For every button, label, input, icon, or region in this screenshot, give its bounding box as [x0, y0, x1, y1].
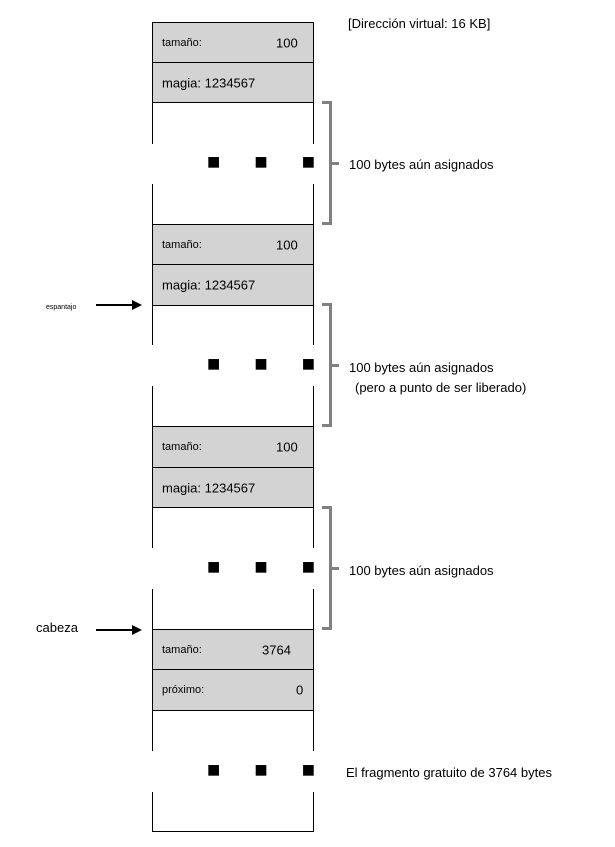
sptr-label: espantajo [46, 304, 77, 311]
chunk-2-right-wall-bottom [313, 386, 314, 427]
chunk-2-magic-header: magia: 1234567 [152, 264, 314, 306]
chunk-1-ellipsis: ■ ■ ■ [207, 149, 330, 174]
chunk-2-annotation-note: (pero a punto de ser liberado) [355, 380, 527, 395]
size-value: 100 [276, 439, 298, 455]
chunk-3-annotation: 100 bytes aún asignados [349, 563, 494, 578]
free-chunk-size-header: tamaño: 3764 [152, 629, 314, 670]
size-label: tamaño: [162, 238, 202, 251]
magic-label: magia: 1234567 [162, 480, 256, 495]
head-arrow [96, 625, 142, 635]
chunk-1-annotation: 100 bytes aún asignados [349, 157, 494, 172]
chunk-1-right-wall-top [313, 102, 314, 144]
free-chunk-right-wall-bottom [313, 792, 314, 832]
chunk-3-right-wall-bottom [313, 589, 314, 630]
heap-bottom-edge [152, 831, 314, 832]
chunk-1-right-wall-bottom [313, 184, 314, 225]
chunk-2-annotation: 100 bytes aún asignados [349, 360, 494, 375]
chunk-1-magic-header: magia: 1234567 [152, 62, 314, 103]
sptr-arrow [96, 300, 142, 310]
chunk-3-right-wall-top [313, 507, 314, 548]
chunk-2-brace [322, 303, 332, 427]
free-chunk-ellipsis: ■ ■ ■ [207, 757, 330, 782]
chunk-3-left-wall-top [152, 507, 153, 548]
chunk-2-size-header: tamaño: 100 [152, 224, 314, 265]
free-chunk-next-header: próximo: 0 [152, 669, 314, 711]
chunk-2-left-wall-top [152, 305, 153, 345]
chunk-1-brace [322, 101, 332, 225]
free-chunk-left-wall-bottom [152, 792, 153, 832]
chunk-2-right-wall-top [313, 305, 314, 345]
next-value: 0 [296, 682, 304, 698]
chunk-3-magic-header: magia: 1234567 [152, 467, 314, 508]
magic-label: magia: 1234567 [162, 75, 256, 90]
chunk-3-size-header: tamaño: 100 [152, 426, 314, 468]
chunk-1-size-header: tamaño: 100 [152, 22, 314, 63]
chunk-2-brace-nub [331, 364, 339, 367]
chunk-1-left-wall-top [152, 102, 153, 144]
next-label: próximo: [162, 684, 205, 696]
chunk-1-brace-nub [331, 162, 339, 165]
size-label: tamaño: [162, 643, 202, 656]
size-value: 100 [276, 237, 298, 252]
size-value: 3764 [262, 642, 291, 657]
free-chunk-right-wall-top [313, 710, 314, 751]
chunk-2-left-wall-bottom [152, 386, 153, 427]
size-label: tamaño: [162, 441, 202, 453]
chunk-3-left-wall-bottom [152, 589, 153, 630]
heap-title: [Dirección virtual: 16 KB] [348, 16, 491, 31]
head-label: cabeza [36, 620, 78, 635]
chunk-2-ellipsis: ■ ■ ■ [207, 351, 330, 376]
chunk-3-brace-nub [331, 567, 339, 570]
chunk-3-ellipsis: ■ ■ ■ [207, 554, 330, 579]
size-label: tamaño: [162, 36, 202, 49]
magic-label: magia: 1234567 [162, 277, 256, 293]
chunk-3-brace [322, 506, 332, 630]
free-chunk-left-wall-top [152, 710, 153, 751]
chunk-1-left-wall-bottom [152, 184, 153, 225]
free-chunk-annotation: El fragmento gratuito de 3764 bytes [346, 765, 552, 780]
size-value: 100 [276, 35, 298, 50]
